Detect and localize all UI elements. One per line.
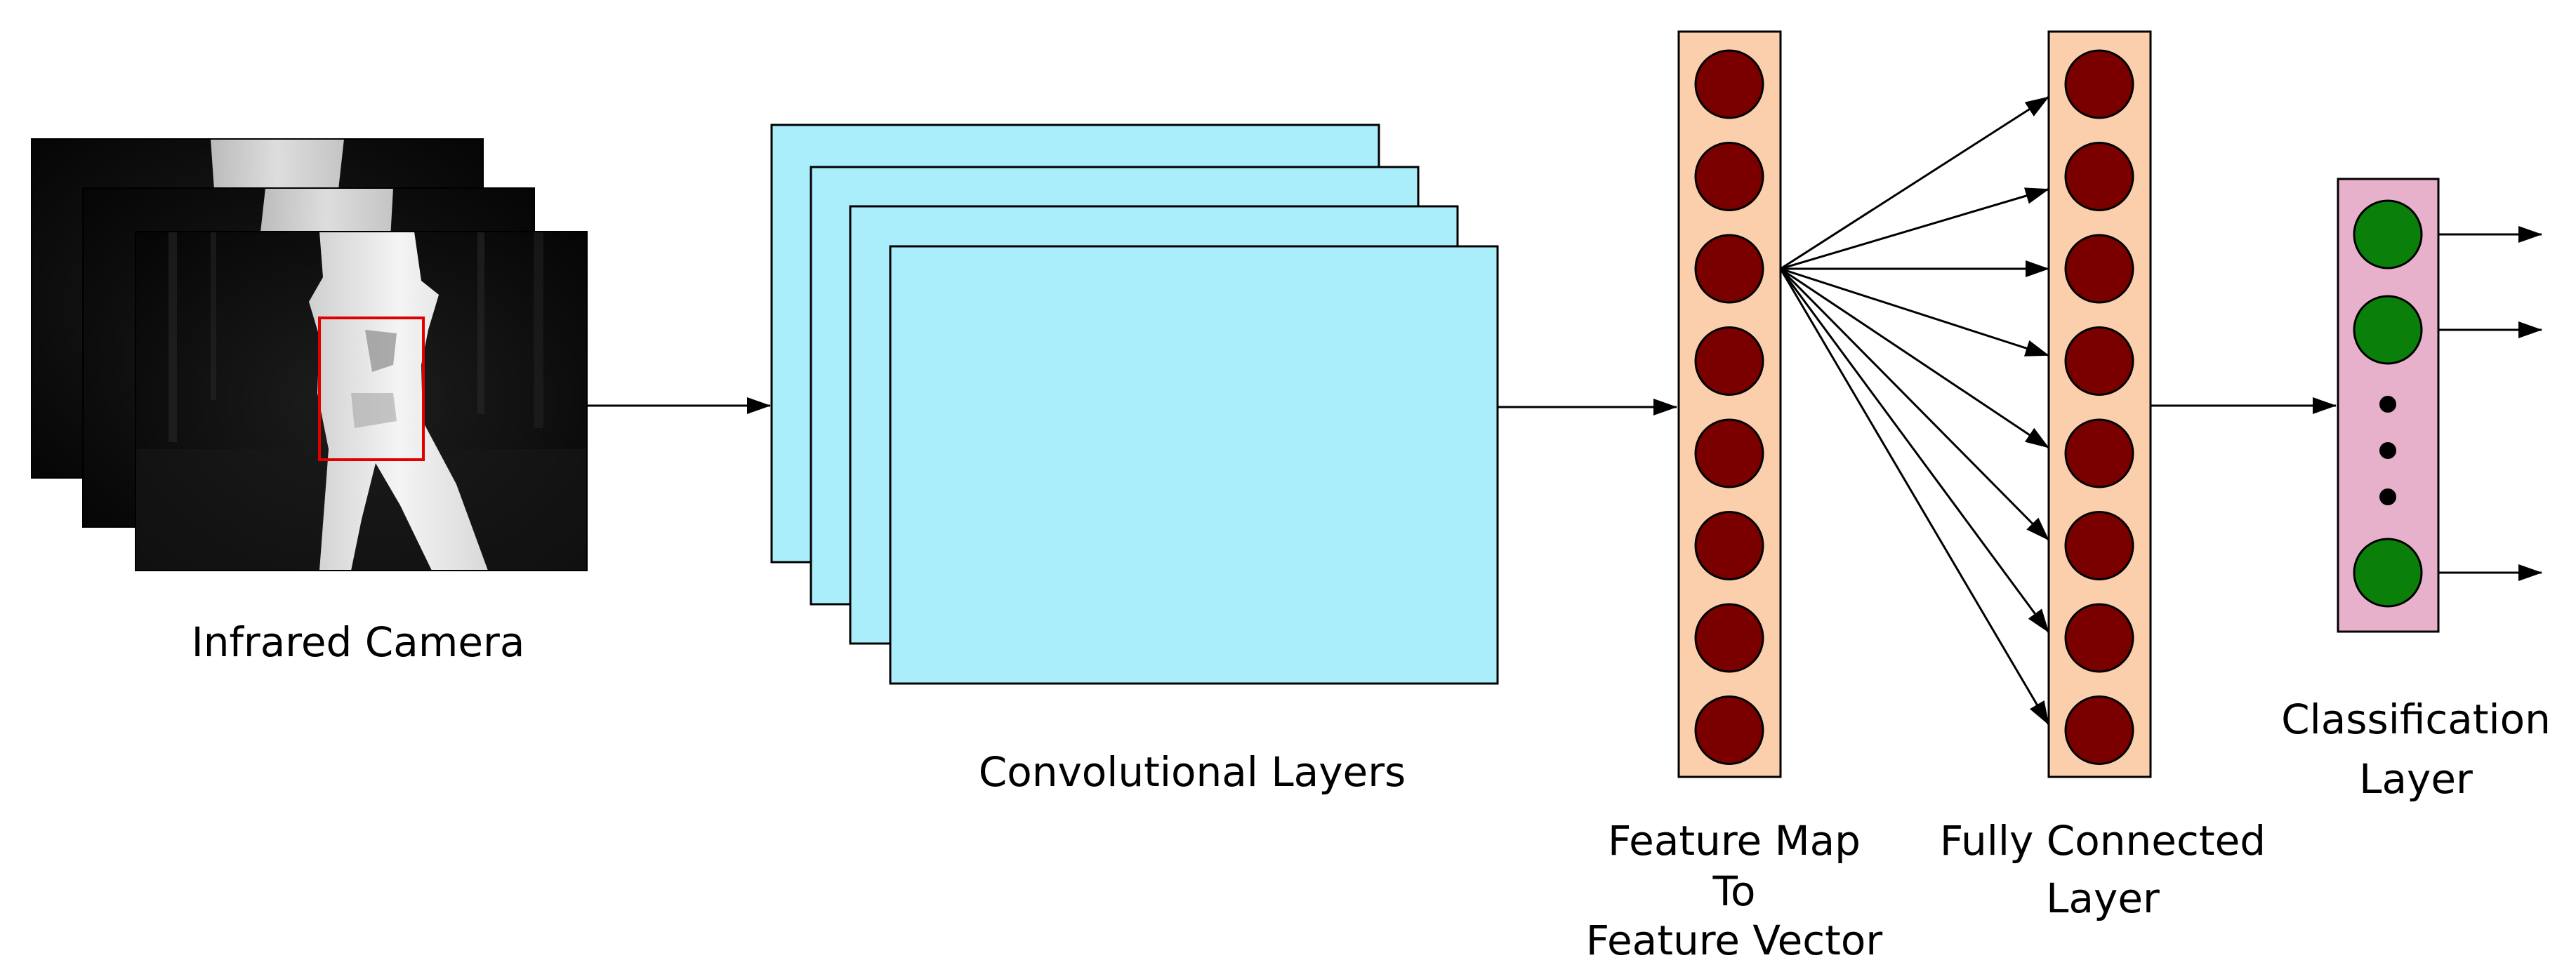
connection-arrow bbox=[1780, 267, 2049, 357]
label-convolutional-layers: Convolutional Layers bbox=[979, 748, 1406, 796]
fully-connected-node bbox=[2064, 418, 2134, 488]
feature-vector-node bbox=[1694, 234, 1764, 304]
connection-arrow bbox=[1779, 268, 2050, 726]
convolutional-layers bbox=[770, 124, 1499, 685]
classification-column bbox=[2337, 178, 2440, 633]
label-fully-connected-line1: Fully Connected bbox=[1940, 817, 2266, 865]
feature-vector-node bbox=[1694, 142, 1764, 211]
ellipsis-dot bbox=[2379, 396, 2396, 413]
feature-vector-node bbox=[1694, 326, 1764, 396]
ellipsis-dot bbox=[2379, 442, 2396, 459]
ellipsis-dot bbox=[2379, 488, 2396, 505]
classification-node bbox=[2353, 295, 2423, 365]
label-feature-map-line1: Feature Map bbox=[1608, 817, 1861, 865]
feature-vector-node bbox=[1694, 603, 1764, 673]
fully-connected-node bbox=[2064, 603, 2134, 673]
classification-node bbox=[2353, 199, 2423, 269]
infrared-camera-frames bbox=[31, 138, 588, 571]
classification-node bbox=[2353, 538, 2423, 608]
label-fully-connected-line2: Layer bbox=[2046, 874, 2160, 922]
fully-connected-node bbox=[2064, 326, 2134, 396]
feature-vector-node bbox=[1694, 49, 1764, 119]
connection-arrow bbox=[1780, 187, 2049, 270]
feature-vector-node bbox=[1694, 418, 1764, 488]
feature-vector-node bbox=[1694, 511, 1764, 580]
fully-connected-node bbox=[2064, 49, 2134, 119]
label-infrared-camera: Infrared Camera bbox=[192, 618, 525, 666]
conv-feature-map bbox=[889, 245, 1499, 685]
connection-arrow bbox=[1780, 267, 2049, 449]
label-feature-map-line3: Feature Vector bbox=[1586, 917, 1883, 964]
infrared-person-silhouette bbox=[309, 232, 488, 571]
feature-vector-node bbox=[1694, 695, 1764, 765]
infrared-frame-front bbox=[135, 231, 588, 571]
label-feature-map-line2: To bbox=[1712, 867, 1755, 915]
fully-connected-node bbox=[2064, 142, 2134, 211]
connection-arrow bbox=[1780, 95, 2049, 270]
fully-connected-node bbox=[2064, 234, 2134, 304]
fully-connected-column bbox=[2047, 30, 2152, 778]
connection-arrow bbox=[1779, 268, 2050, 633]
feature-vector-column bbox=[1677, 30, 1782, 778]
label-classification-line2: Layer bbox=[2359, 755, 2473, 803]
detection-box bbox=[318, 317, 425, 461]
fully-connected-node bbox=[2064, 511, 2134, 580]
fully-connected-connections bbox=[1779, 95, 2050, 726]
connection-arrow bbox=[1779, 267, 2050, 541]
fully-connected-node bbox=[2064, 695, 2134, 765]
label-classification-line1: Classification bbox=[2281, 695, 2551, 743]
